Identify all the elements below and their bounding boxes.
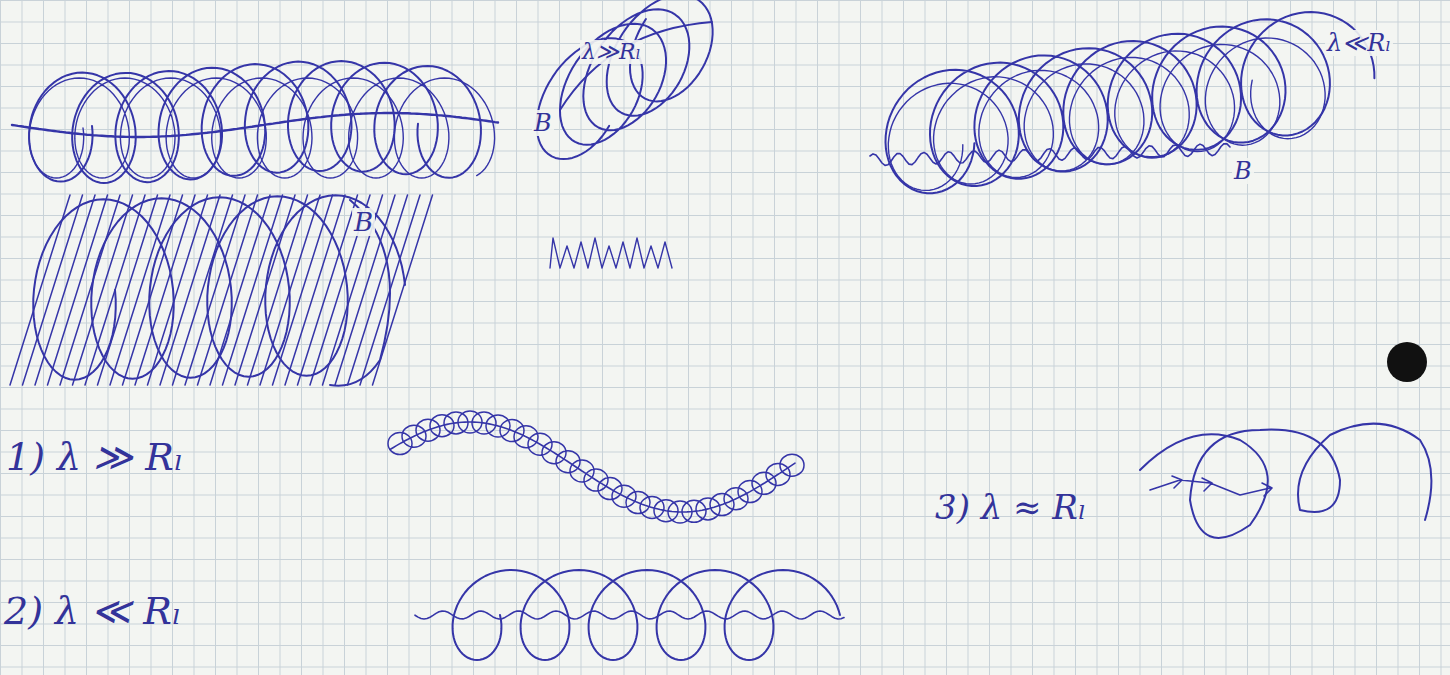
gyration-arc [1140,424,1431,538]
case-label: 2) λ ≪ Rₗ [4,592,181,630]
hatching [10,195,433,385]
sketch-label: B [1232,158,1254,184]
case-label: 3) λ ≈ Rₗ [935,490,1086,524]
sketch-label: B [532,110,554,136]
sketch-label: λ≫Rₗ [580,40,643,64]
sketch-label: B [352,208,375,236]
arrow-path [1150,476,1272,496]
case-label: 1) λ ≫ Rₗ [6,438,183,476]
gyration-coil [886,12,1375,193]
gyration-coil [29,78,495,178]
gyration-loop [388,411,804,523]
gyration-coil [537,0,713,159]
field-line [12,113,498,137]
gyration-coil [888,38,1325,190]
field-line [560,22,712,110]
field-line [415,611,844,619]
scribble [550,238,672,268]
gyration-coil [29,61,481,183]
field-line [870,144,1230,166]
gyration-coil [453,570,840,660]
sketch-label: λ≪Rₗ [1325,30,1393,56]
punch-hole-dot [1387,342,1427,382]
